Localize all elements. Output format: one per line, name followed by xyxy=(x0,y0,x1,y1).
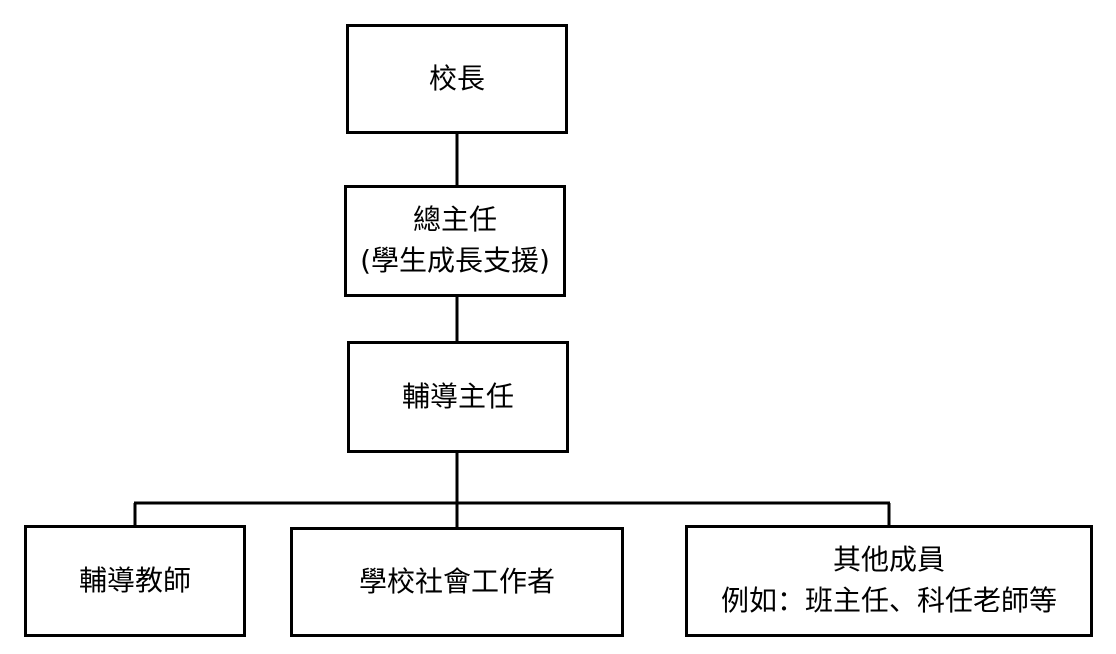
node-general-director-subtitle: (學生成長支援) xyxy=(360,244,550,277)
node-counseling-teacher-label: 輔導教師 xyxy=(78,563,191,597)
node-counseling-teacher: 輔導教師 xyxy=(24,525,246,637)
node-counseling-director: 輔導主任 xyxy=(347,341,569,453)
node-other-members-examples: 例如：班主任、科任老師等 xyxy=(720,584,1057,617)
node-school-social-worker: 學校社會工作者 xyxy=(290,527,624,637)
node-general-director: 總主任 (學生成長支援) xyxy=(344,185,566,297)
node-general-director-title: 總主任 xyxy=(412,203,497,237)
node-principal: 校長 xyxy=(346,24,568,134)
node-principal-label: 校長 xyxy=(428,61,485,95)
node-other-members-title: 其他成員 xyxy=(832,543,945,577)
node-school-social-worker-label: 學校社會工作者 xyxy=(358,564,555,598)
node-other-members: 其他成員 例如：班主任、科任老師等 xyxy=(685,525,1093,637)
node-counseling-director-label: 輔導主任 xyxy=(401,379,514,413)
